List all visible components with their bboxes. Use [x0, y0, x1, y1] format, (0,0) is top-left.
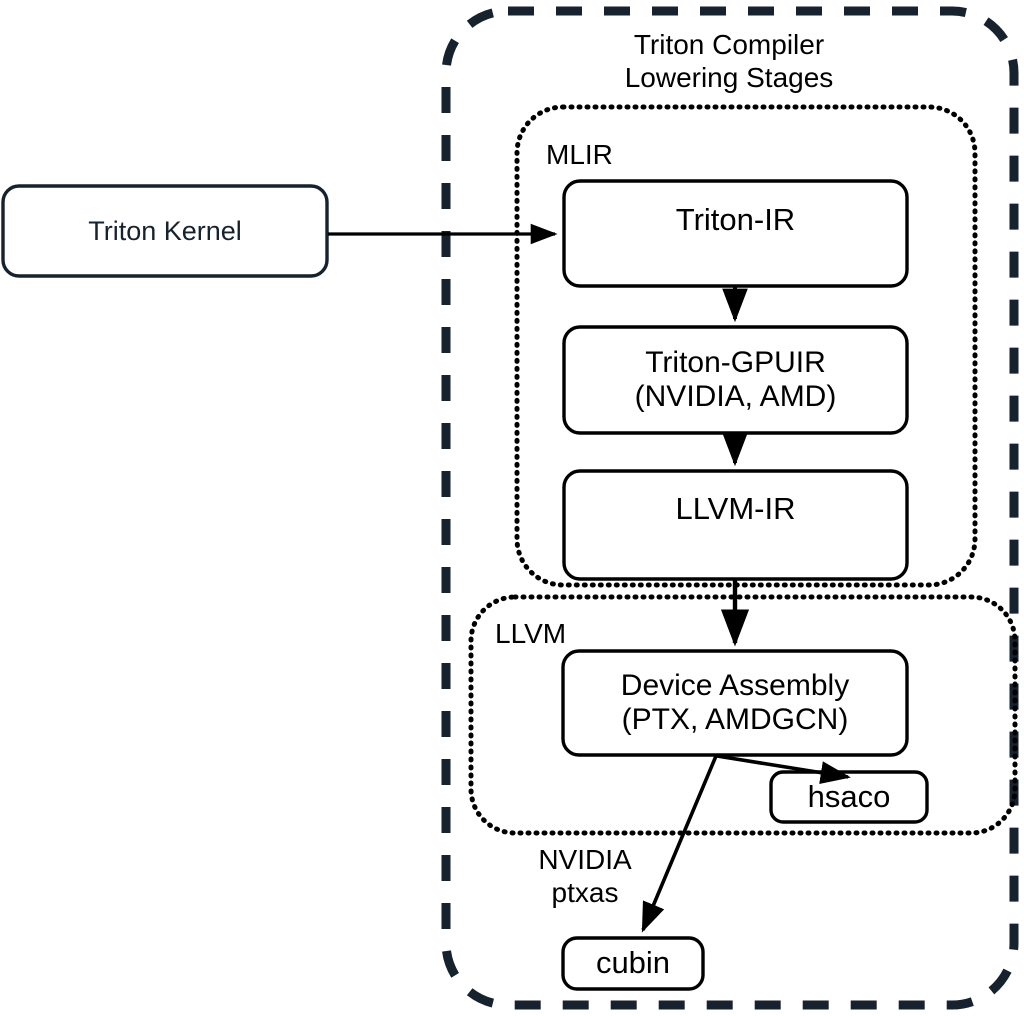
outer-container-title: Triton Compiler Lowering Stages [624, 29, 834, 94]
nvidia-ptxas-annotation: NVIDIA ptxas [538, 844, 632, 909]
mlir-container [514, 104, 978, 588]
mlir-container-label: MLIR [546, 139, 613, 170]
node-triton-ir[interactable] [562, 179, 909, 288]
node-triton-kernel[interactable] [1, 184, 329, 278]
node-device-assembly[interactable] [561, 649, 909, 757]
node-llvm-ir[interactable] [562, 469, 909, 581]
node-cubin[interactable] [561, 936, 705, 991]
node-triton-gpuir[interactable] [562, 325, 909, 435]
llvm-container-label: LLVM [495, 618, 567, 649]
llvm-container [468, 594, 1018, 836]
edge-device-assembly-to-hsaco [716, 754, 851, 785]
outer-container-triton-compiler [441, 6, 1019, 1010]
edge-device-assembly-to-cubin [641, 755, 718, 933]
node-hsaco[interactable] [769, 770, 929, 824]
